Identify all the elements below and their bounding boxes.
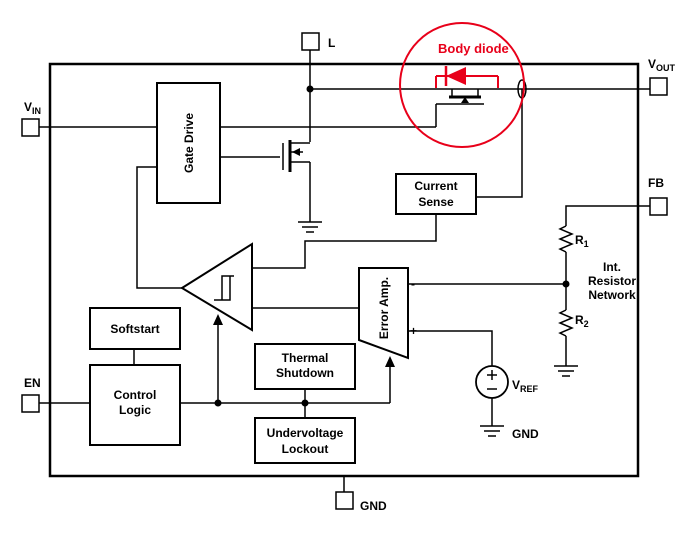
thermal-shutdown-block: Thermal Shutdown (254, 343, 356, 390)
svg-text:Network: Network (588, 288, 636, 302)
svg-text:L: L (328, 36, 335, 50)
svg-text:Sense: Sense (418, 195, 454, 209)
svg-text:Shutdown: Shutdown (276, 366, 334, 380)
svg-text:R2: R2 (575, 313, 589, 329)
arrow-enable-erroramp (385, 356, 395, 367)
body-diode-label: Body diode (438, 41, 509, 56)
resistor-r2: R2 (558, 309, 589, 337)
junction-dots (214, 85, 570, 407)
svg-text:Softstart: Softstart (110, 322, 159, 336)
svg-text:VREF: VREF (512, 378, 539, 394)
body-diode-symbol (435, 66, 499, 88)
error-amplifier: Error Amp. - + (358, 267, 417, 360)
pin-fb: FB (648, 176, 668, 216)
current-sense-block: Current Sense (395, 173, 477, 215)
svg-text:-: - (411, 277, 415, 291)
ground-symbol-switch (298, 221, 322, 233)
svg-text:Logic: Logic (119, 403, 151, 417)
resistor-r1: R1 (558, 225, 589, 253)
svg-text:Thermal: Thermal (282, 351, 329, 365)
svg-text:VIN: VIN (24, 100, 41, 116)
vref-source: VREF (475, 365, 539, 399)
svg-text:EN: EN (24, 376, 41, 390)
svg-text:+: + (410, 324, 417, 338)
pin-vout: VOUT (648, 57, 676, 96)
svg-text:GND: GND (512, 427, 539, 441)
body-diode-highlight-circle (399, 22, 525, 148)
svg-text:Lockout: Lockout (282, 442, 329, 456)
wiring (39, 50, 650, 492)
pin-vin: VIN (21, 100, 41, 137)
svg-text:GND: GND (360, 499, 387, 513)
arrow-enable-comparator (213, 314, 223, 325)
svg-text:VOUT: VOUT (648, 57, 676, 73)
ground-symbol-network (554, 365, 578, 377)
svg-text:Gate Drive: Gate Drive (182, 113, 196, 173)
low-side-mosfet-symbol (282, 140, 310, 172)
gate-drive-block: Gate Drive (156, 82, 221, 204)
svg-text:Current: Current (414, 179, 457, 193)
undervoltage-lockout-block: Undervoltage Lockout (254, 417, 356, 464)
svg-text:Resistor: Resistor (588, 274, 636, 288)
svg-text:Undervoltage: Undervoltage (267, 426, 344, 440)
control-logic-block: Control Logic (89, 364, 181, 446)
svg-text:Error Amp.: Error Amp. (377, 277, 391, 339)
svg-text:Control: Control (114, 388, 157, 402)
pwm-comparator (180, 242, 253, 332)
softstart-block: Softstart (89, 307, 181, 350)
pin-en: EN (21, 376, 41, 413)
svg-text:FB: FB (648, 176, 664, 190)
pin-gnd: GND (335, 491, 387, 513)
svg-text:Int.: Int. (603, 260, 621, 274)
svg-text:R1: R1 (575, 233, 589, 249)
ground-symbol-vref: GND (480, 425, 539, 441)
int-resistor-network-label: Int. Resistor Network (588, 260, 636, 302)
sync-mosfet-symbol (435, 89, 484, 108)
pin-l: L (301, 32, 335, 51)
